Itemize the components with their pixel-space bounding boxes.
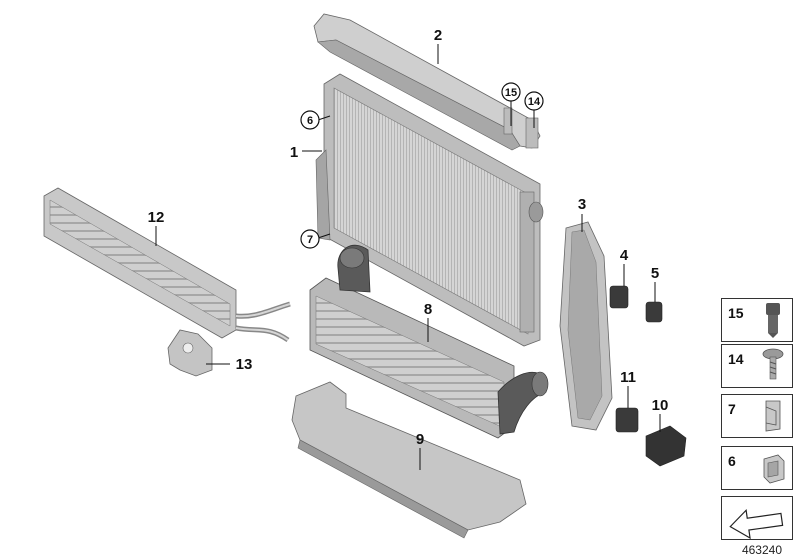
callout-6-circle: [300, 110, 320, 130]
side-air-guide: [559, 221, 613, 431]
callout-15-circle: [501, 82, 521, 102]
callout-3: 3: [578, 196, 586, 213]
legend-cell-15: 15: [721, 298, 793, 342]
callout-14-circle: [524, 91, 544, 111]
callout-12: 12: [148, 209, 165, 226]
mount-11: [615, 407, 639, 433]
callout-9: 9: [416, 431, 424, 448]
callout-5: 5: [651, 265, 659, 282]
callout-10: 10: [652, 397, 669, 414]
callout-15: 15: [505, 87, 517, 99]
document-number: 463240: [741, 543, 782, 557]
callout-1: 1: [290, 144, 298, 161]
legend-cell-6: 6: [721, 446, 793, 490]
mount-5: [645, 301, 663, 323]
callout-2: 2: [434, 27, 442, 44]
callout-6: 6: [307, 115, 313, 127]
legend-number-7: 7: [728, 401, 736, 417]
legend-cell-14: 14: [721, 344, 793, 388]
callout-13: 13: [236, 356, 253, 373]
callout-14: 14: [528, 96, 541, 108]
legend-number-14: 14: [728, 351, 744, 367]
upper-air-duct: [313, 13, 541, 151]
plug-icon: [766, 303, 780, 338]
lower-air-duct: [291, 381, 527, 539]
legend-cell-7: 7: [721, 394, 793, 438]
callout-4: 4: [620, 247, 629, 264]
callout-7: 7: [307, 234, 313, 246]
legend-number-6: 6: [728, 453, 736, 469]
radiator: [315, 73, 544, 347]
mount-4: [609, 285, 629, 309]
cooler-bracket: [167, 329, 213, 377]
leader-lines: [155, 44, 661, 470]
screw-icon: [762, 348, 784, 380]
callout-8: 8: [424, 301, 432, 318]
direction-arrow-icon: [729, 508, 784, 539]
legend-cell-arrow: [721, 496, 793, 540]
mount-10: [645, 425, 687, 467]
intercooler: [309, 244, 549, 439]
callout-11: 11: [620, 369, 636, 386]
oil-cooler: [43, 187, 291, 343]
callout-7-circle: [300, 229, 320, 249]
spring-clip-icon: [763, 454, 785, 484]
legend-number-15: 15: [728, 305, 744, 321]
clip-nut-icon: [765, 400, 781, 432]
